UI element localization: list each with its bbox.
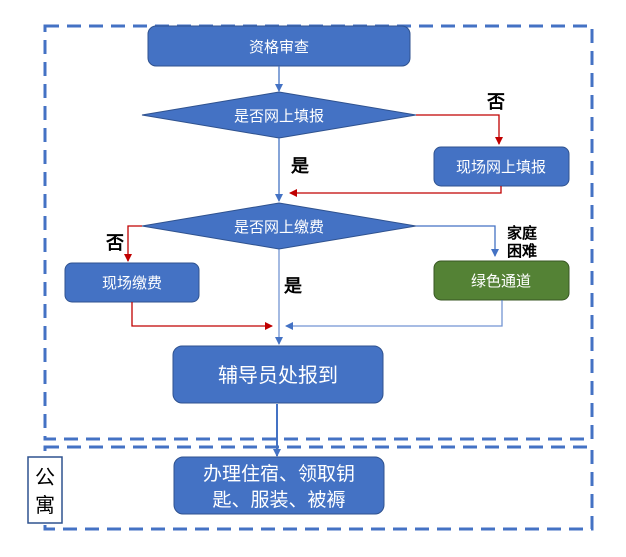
apartment-label-line1: 公	[35, 465, 55, 489]
apartment-label-box	[27, 456, 63, 524]
payment-no-label: 否	[105, 233, 124, 254]
onsite-register-node[interactable]: 现场网上填报	[433, 146, 570, 187]
hardship-label-line1: 家庭	[507, 224, 538, 242]
register-yes-label: 是	[290, 156, 309, 177]
edge-onsite-payment-merge	[131, 302, 273, 330]
online-register-decision-node[interactable]: 是否网上填报	[141, 91, 417, 139]
edge-register-no	[416, 114, 503, 145]
onsite-register-label: 现场网上填报	[456, 158, 546, 176]
online-payment-decision-label: 是否网上缴费	[234, 218, 324, 236]
apartment-label-line2: 寓	[35, 493, 55, 517]
edge-payment-hardship	[416, 225, 499, 257]
online-payment-decision-node[interactable]: 是否网上缴费	[141, 202, 417, 250]
edge-green-channel-merge	[285, 300, 503, 330]
dormitory-node[interactable]: 办理住宿、领取钥 匙、服装、被褥	[173, 456, 385, 515]
qualification-review-label: 资格审查	[249, 38, 309, 56]
counselor-checkin-node[interactable]: 辅导员处报到	[172, 345, 384, 404]
register-no-label: 否	[486, 92, 505, 113]
qualification-review-node[interactable]: 资格审查	[147, 25, 411, 67]
online-register-decision-label: 是否网上填报	[234, 107, 324, 125]
edge-payment-no	[124, 225, 142, 262]
dormitory-label-line2: 匙、服装、被褥	[212, 489, 345, 511]
edge-onsite-register-return	[289, 186, 502, 197]
onsite-payment-label: 现场缴费	[102, 274, 162, 292]
onsite-payment-node[interactable]: 现场缴费	[64, 262, 200, 303]
green-channel-node[interactable]: 绿色通道	[433, 260, 570, 301]
dormitory-label-line1: 办理住宿、领取钥	[203, 463, 355, 485]
payment-yes-label: 是	[283, 276, 302, 297]
green-channel-label: 绿色通道	[471, 272, 531, 290]
hardship-label-line2: 困难	[507, 242, 537, 260]
counselor-checkin-label: 辅导员处报到	[218, 363, 338, 387]
